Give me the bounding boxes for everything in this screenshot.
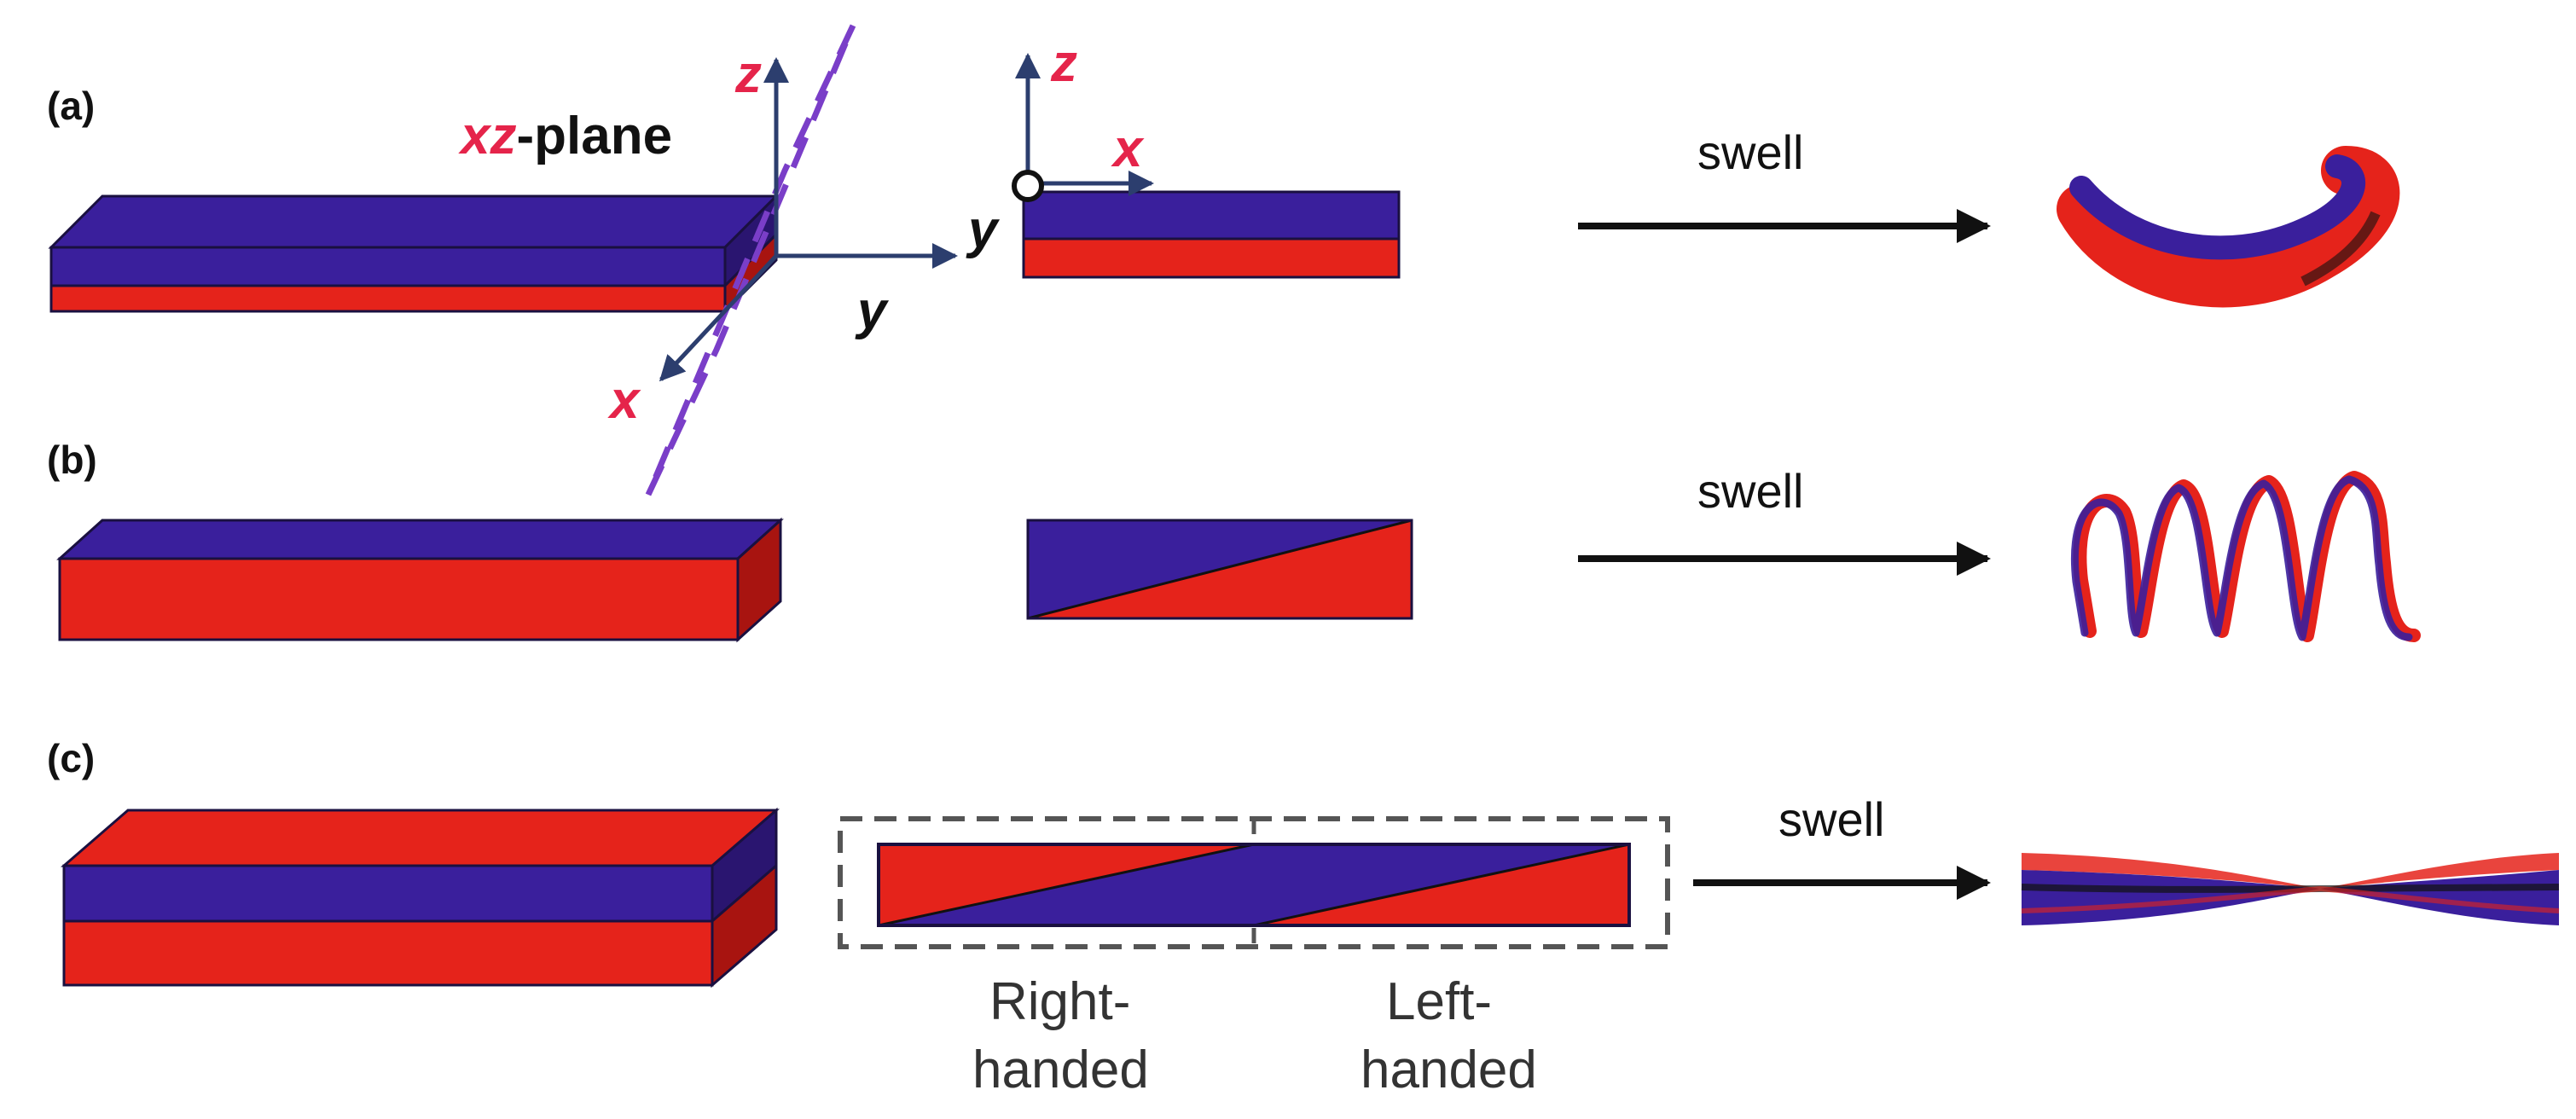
twisted-ribbon-icon: [2021, 853, 2560, 925]
right-handed-label-line1: Right-: [989, 972, 1130, 1031]
panel-a-swell-label: swell: [1697, 125, 1803, 179]
panel-b-label: (b): [47, 438, 97, 482]
panel-c-label: (c): [47, 736, 95, 780]
panel-a-label: (a): [47, 84, 95, 128]
panel-c-strip-3d: [60, 807, 780, 989]
xz-plane-label: xz-plane: [458, 107, 672, 165]
x-axis-label: x: [607, 371, 641, 430]
cross-section-z-label: z: [1050, 34, 1077, 93]
panel-b: (b) swell: [47, 438, 2421, 643]
panel-c: (c) Right- handed Left- handed swell: [47, 736, 2560, 1099]
panel-b-cross-section: [1026, 519, 1413, 620]
right-handed-label-line2: handed: [972, 1041, 1149, 1099]
axes-3d: [659, 57, 958, 382]
helix-coil-icon: [2071, 471, 2421, 642]
panel-c-swell-label: swell: [1778, 792, 1884, 846]
panel-b-strip-3d: [56, 517, 784, 643]
curled-arc-icon: [2057, 146, 2400, 308]
z-axis-label: z: [734, 45, 762, 104]
panel-a: (a) z y x xz-plane: [47, 24, 2400, 496]
cross-section-y-label: y: [966, 200, 1001, 259]
panel-a-cross-section: [1012, 53, 1401, 279]
cross-section-x-label: x: [1111, 119, 1145, 178]
left-handed-label-line2: handed: [1361, 1041, 1537, 1099]
left-handed-label-line1: Left-: [1386, 972, 1492, 1031]
panel-b-swell-label: swell: [1697, 464, 1803, 518]
panel-c-cross-section: [877, 843, 1631, 927]
xz-plane-outline: [645, 24, 856, 496]
panel-a-strip-3d: [48, 193, 780, 315]
y-axis-label: y: [855, 281, 890, 340]
